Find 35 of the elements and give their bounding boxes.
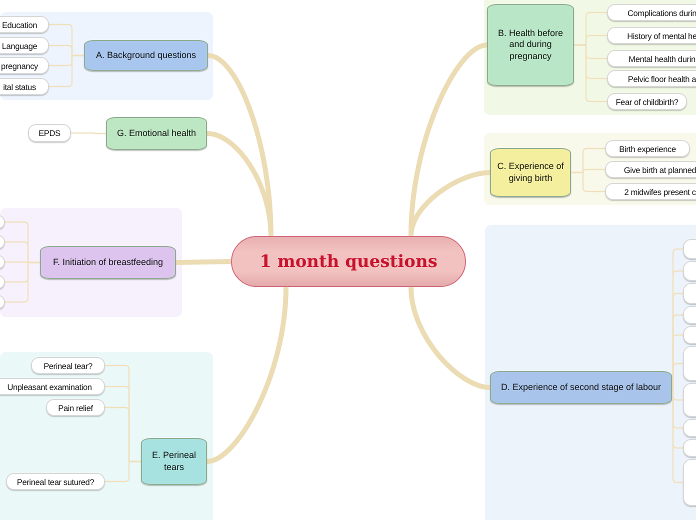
connector-line (71, 132, 106, 134)
subtopic-pill: 2 midwifes present c (605, 183, 696, 200)
subtopic-pill: Unpleasant examination (0, 378, 105, 395)
subtopic-pill: Perineal tear sutured? (6, 473, 105, 490)
branch-connector (206, 131, 274, 236)
topic-box: C. Experience of giving birth (490, 148, 571, 197)
branch-connector (206, 286, 288, 464)
topic-box: A. Background questions (84, 40, 208, 71)
subtopic-pill: EPDS (28, 124, 71, 142)
subtopic-pill: Language (0, 37, 49, 54)
connector-line (672, 386, 683, 484)
subtopic-pill: Fear of childbirth? (607, 93, 687, 110)
subtopic-pill: Pelvic floor health a (607, 70, 696, 87)
central-topic: 1 month questions (231, 236, 466, 287)
topic-box: B. Health before and during pregnancy (487, 4, 574, 86)
connector-line (105, 460, 141, 482)
subtopic-pill: pregnancy (0, 57, 49, 74)
topic-box: G. Emotional health (106, 117, 207, 150)
topic-box: D. Experience of second stage of labour (490, 371, 672, 404)
connector-line (5, 262, 40, 303)
branch-connector (408, 286, 490, 390)
connector-line (49, 54, 84, 88)
subtopic-pill: Education (0, 16, 49, 33)
subtopic-pill: Pain relief (46, 399, 105, 416)
subtopic-pill: Give birth at planned (605, 161, 696, 178)
connector-line (574, 44, 607, 102)
branch-connector (176, 259, 232, 265)
subtopic-pill: Mental health durin (607, 50, 696, 67)
subtopic-pill: ital status (0, 78, 49, 95)
subtopic-pill: Complications durin (607, 4, 696, 21)
connector-line (571, 172, 605, 192)
topic-box: F. Initiation of breastfeeding (40, 246, 176, 279)
topic-box: E. Perineal tears (141, 438, 207, 485)
subtopic-pill: Perineal tear? (31, 357, 105, 374)
subtopic-pill: Birth experience (605, 140, 690, 157)
